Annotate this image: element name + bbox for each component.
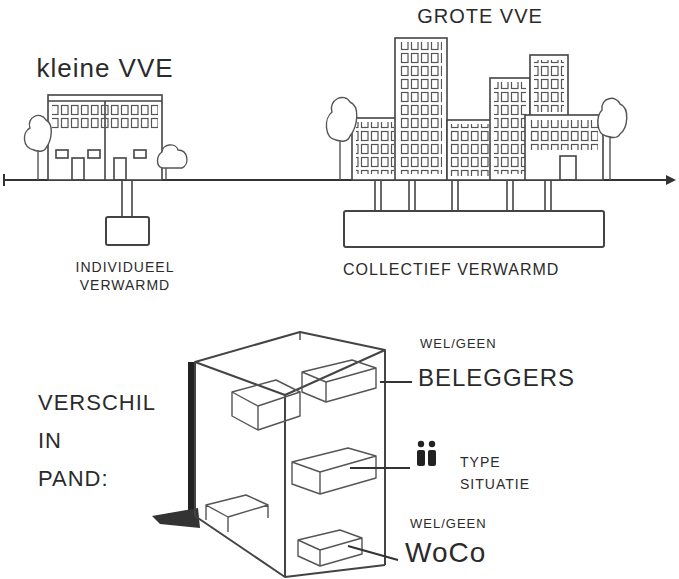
- people-icon: [428, 450, 436, 466]
- leader-line: [348, 546, 398, 560]
- people-icon: [418, 441, 424, 447]
- large-buildings: [525, 115, 603, 180]
- building-group: kleine VVE: [25, 52, 185, 180]
- building-group: GROTE VVE: [330, 3, 630, 180]
- large-buildings: [560, 156, 576, 180]
- pipe-line: [457, 180, 459, 210]
- building-cube: [188, 362, 195, 516]
- building-cube: [299, 332, 300, 340]
- cube-slab: [232, 380, 300, 430]
- callout-title: BELEGGERS: [418, 364, 618, 393]
- pipe-line: [506, 180, 508, 210]
- heating-box: COLLECTIEF VERWARMD: [343, 210, 608, 281]
- small-building: [48, 95, 162, 180]
- timeline-axis: [666, 175, 676, 185]
- large-buildings: [352, 118, 397, 180]
- heating-box: INDIVIDUEEL VERWARMD: [55, 216, 195, 294]
- building-title: kleine VVE: [25, 52, 185, 86]
- callout-qualifier: WEL/GEEN: [420, 336, 560, 353]
- small-building: [52, 104, 158, 130]
- pipe-line: [380, 180, 382, 210]
- leader-line: [348, 382, 412, 560]
- building-title: GROTE VVE: [330, 3, 630, 29]
- cube-slab: [292, 448, 376, 494]
- large-buildings: [447, 120, 492, 180]
- large-buildings: [490, 78, 530, 180]
- small-building: [134, 150, 146, 158]
- building-cube: [195, 350, 385, 577]
- heating-unit-outline: [343, 210, 605, 248]
- pipe-line: [512, 180, 514, 210]
- people-icon: [429, 441, 435, 447]
- tree: [158, 145, 187, 180]
- cube-slab: [206, 360, 376, 566]
- pipe-line: [374, 180, 376, 210]
- tree: [326, 97, 626, 180]
- leader-line: [380, 381, 412, 383]
- heating-unit-outline: [105, 216, 150, 246]
- pipe-line: [451, 180, 453, 210]
- cube-slab: [302, 360, 376, 402]
- small-building: [56, 150, 68, 158]
- tree: [24, 115, 51, 180]
- large-buildings: [395, 38, 447, 180]
- building-cube: [195, 332, 385, 395]
- large-buildings: [530, 55, 568, 117]
- pipe-line: [544, 180, 546, 210]
- timeline-axis: [3, 174, 5, 186]
- side-heading: VERSCHIL IN PAND:: [38, 384, 156, 498]
- people-icon: [417, 450, 425, 466]
- heating-label: COLLECTIEF VERWARMD: [343, 260, 608, 281]
- large-buildings: [534, 60, 564, 112]
- tree: [24, 115, 187, 180]
- pipe-line: [414, 180, 416, 210]
- leader-line: [350, 467, 410, 469]
- pipe-line: [550, 180, 552, 210]
- building-cube: [152, 332, 385, 577]
- large-buildings: [356, 122, 394, 174]
- callout-qualifier: WEL/GEEN: [410, 516, 550, 533]
- pipe-line: [121, 180, 123, 216]
- small-building: [114, 158, 126, 180]
- heating-label: INDIVIDUEEL VERWARMD: [55, 258, 195, 294]
- pipe-line: [131, 180, 133, 216]
- callout-title: TYPE SITUATIE: [460, 451, 540, 495]
- heating-pipe: [375, 180, 551, 210]
- pipe-line: [408, 180, 410, 210]
- tree: [326, 97, 356, 180]
- heating-pipe: [122, 180, 132, 216]
- large-buildings: [494, 82, 526, 174]
- tree: [598, 98, 627, 180]
- large-buildings: [400, 42, 442, 174]
- cube-slab: [206, 495, 268, 532]
- small-building: [72, 158, 84, 180]
- small-building: [48, 95, 162, 180]
- large-buildings: [450, 124, 490, 176]
- large-buildings: [530, 120, 598, 150]
- building-cube: [152, 508, 200, 528]
- small-building: [88, 150, 100, 158]
- callout-title: WoCo: [405, 538, 565, 569]
- large-buildings: [352, 38, 603, 180]
- building-cube: [195, 516, 385, 577]
- people-icon: [417, 441, 436, 466]
